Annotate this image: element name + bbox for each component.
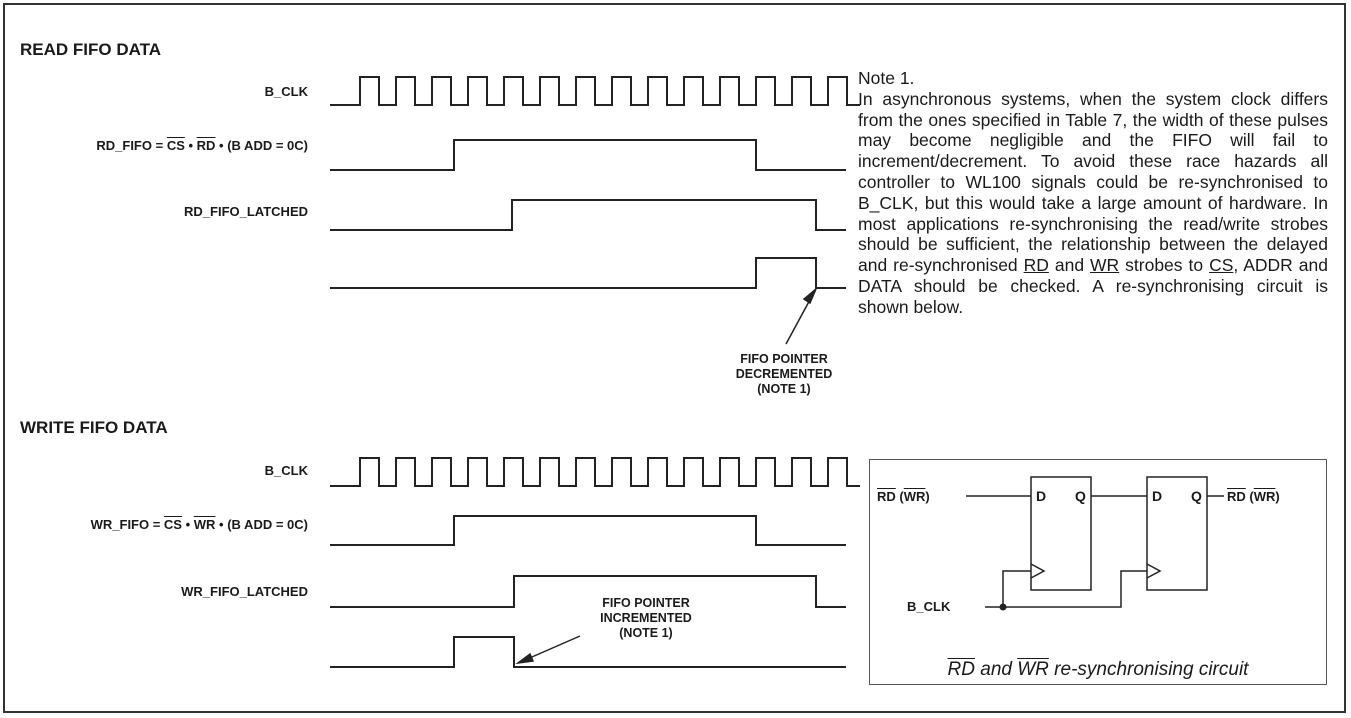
- note-and: and: [1048, 255, 1091, 276]
- note-body: In asynchronous systems, when the system…: [858, 89, 1328, 318]
- caption-rd: RD: [947, 659, 975, 680]
- clk2-wire: [1003, 570, 1147, 608]
- ff1-q-label: Q: [1075, 488, 1086, 504]
- wr-fifo-label: WR_FIFO = CS • WR • (B ADD = 0C): [91, 517, 308, 532]
- caption-mid: and: [974, 659, 1018, 680]
- read-bclk-label: B_CLK: [264, 84, 308, 99]
- note-1: Note 1. In asynchronous systems, when th…: [858, 68, 1328, 318]
- rd-fifo-prefix: RD_FIFO =: [96, 138, 167, 153]
- fifo-decremented-annotation: FIFO POINTER DECREMENTED (NOTE 1): [724, 352, 844, 397]
- wr-fifo-cs: CS: [163, 517, 182, 532]
- rd-fifo-label: RD_FIFO = CS • RD • (B ADD = 0C): [96, 138, 308, 153]
- circuit-out-rd: RD: [1227, 489, 1246, 504]
- caption-tail: re-synchronising circuit: [1048, 659, 1249, 680]
- rd-fifo-waveform: [330, 139, 846, 171]
- wr-fifo-prefix: WR_FIFO =: [90, 517, 164, 532]
- wr-fifo-waveform: [330, 515, 846, 546]
- clk1-wire: [1002, 570, 1031, 607]
- note-body-part-3: , ADDR and DATA should be checked. A re-…: [858, 255, 1328, 317]
- note-title: Note 1.: [858, 68, 915, 88]
- note-cs: CS: [1209, 255, 1234, 276]
- rd-fifo-dot: •: [184, 138, 197, 153]
- circuit-output-label: RD (WR): [1227, 489, 1280, 504]
- increment-pulse-waveform: [330, 636, 846, 668]
- annotation-line-2: INCREMENTED: [600, 611, 692, 625]
- read-fifo-title: READ FIFO DATA: [20, 40, 162, 59]
- caption-wr: WR: [1017, 659, 1049, 680]
- rd-fifo-cs: CS: [166, 138, 185, 153]
- decrement-arrow-line: [785, 295, 813, 345]
- flip-flop-2-clock-triangle: [1146, 563, 1162, 579]
- fifo-incremented-annotation: FIFO POINTER INCREMENTED (NOTE 1): [586, 596, 706, 641]
- annotation-line-1: FIFO POINTER: [602, 596, 690, 610]
- annotation-line-1: FIFO POINTER: [740, 352, 828, 366]
- ff2-q-label: Q: [1191, 488, 1202, 504]
- circuit-in-rd: RD: [877, 489, 896, 504]
- wr-fifo-suffix: • (B ADD = 0C): [215, 517, 308, 532]
- circuit-caption: RD and WR re-synchronising circuit: [869, 659, 1327, 681]
- ff1-d-label: D: [1036, 488, 1047, 504]
- wr-fifo-wr: WR: [193, 517, 216, 532]
- write-bclk-label: B_CLK: [264, 463, 308, 478]
- decrement-arrow-head: [802, 288, 817, 305]
- annotation-line-3: (NOTE 1): [619, 626, 673, 640]
- ff2-d-label: D: [1152, 488, 1163, 504]
- circuit-clk-label: B_CLK: [907, 599, 951, 614]
- annotation-line-3: (NOTE 1): [757, 382, 811, 396]
- circuit-out-open: (: [1245, 489, 1254, 504]
- note-wr: WR: [1090, 255, 1120, 276]
- wr-fifo-latched-label: WR_FIFO_LATCHED: [181, 584, 308, 599]
- read-bclk-waveform: [330, 76, 860, 106]
- wr-fifo-latched-waveform: [330, 575, 846, 608]
- flip-flop-1-clock-triangle: [1030, 563, 1046, 579]
- write-fifo-title: WRITE FIFO DATA: [20, 418, 168, 437]
- flip-flop-2: [1146, 476, 1208, 591]
- circuit-in-close: ): [925, 489, 930, 504]
- wr-fifo-dot: •: [181, 517, 194, 532]
- increment-arrow-line: [524, 635, 581, 661]
- circuit-out-close: ): [1275, 489, 1280, 504]
- circuit-in-open: (: [895, 489, 904, 504]
- decrement-pulse-waveform: [330, 257, 846, 289]
- write-bclk-waveform: [330, 457, 860, 487]
- increment-arrow-head: [515, 652, 535, 665]
- circuit-out-wr: WR: [1253, 489, 1276, 504]
- resync-circuit-box: [869, 459, 1327, 685]
- rd-fifo-latched-label: RD_FIFO_LATCHED: [184, 204, 308, 219]
- rd-fifo-latched-waveform: [330, 199, 846, 231]
- clock-junction-dot: [999, 603, 1007, 611]
- note-rd: RD: [1023, 255, 1049, 276]
- note-body-part-2: strobes to: [1119, 255, 1210, 276]
- note-body-part-1: In asynchronous systems, when the system…: [858, 88, 1328, 276]
- rd-fifo-rd: RD: [196, 138, 216, 153]
- circuit-input-label: RD (WR): [877, 489, 930, 504]
- flip-flop-1: [1030, 476, 1092, 591]
- rd-fifo-suffix: • (B ADD = 0C): [215, 138, 308, 153]
- annotation-line-2: DECREMENTED: [735, 367, 833, 381]
- circuit-in-wr: WR: [903, 489, 926, 504]
- figure-frame: [3, 3, 1346, 713]
